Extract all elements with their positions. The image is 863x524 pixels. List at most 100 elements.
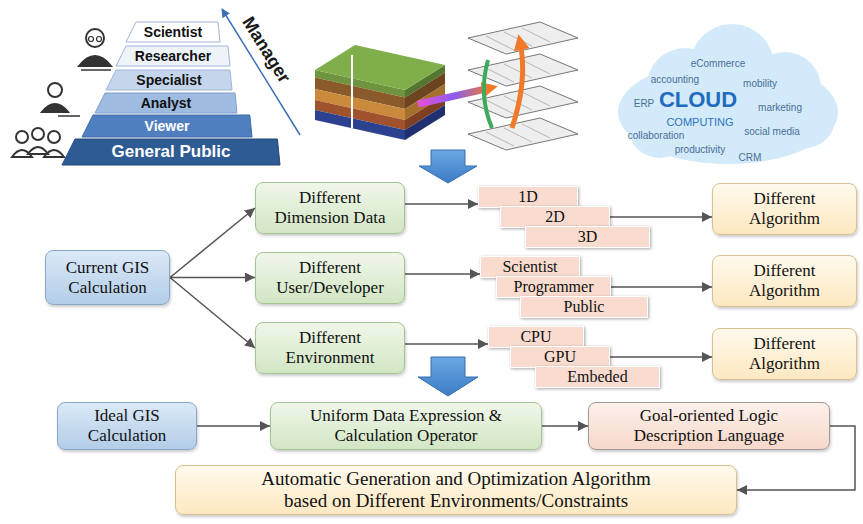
band-fill	[82, 115, 252, 137]
person-head	[16, 131, 28, 143]
stacked-item-box: Programmer	[496, 276, 611, 298]
node-label: General Public	[111, 142, 230, 162]
cloud-puff	[775, 88, 835, 148]
cloud-keyword: accounting	[651, 74, 699, 86]
category-box: Different Dimension Data	[255, 182, 405, 234]
map-detail	[522, 124, 550, 138]
flow-arrow	[405, 273, 480, 275]
map-detail	[504, 128, 532, 142]
cloud-keyword: productivity	[675, 144, 726, 156]
stage-box: Current GIS Calculation	[45, 250, 170, 305]
flow-block-arrow	[418, 357, 478, 396]
map-detail	[522, 60, 550, 74]
pyramid-level: Analyst	[95, 93, 237, 113]
algorithm-box: Different Algorithm	[712, 328, 857, 380]
stacked-item-box: CPU	[488, 326, 584, 348]
flow-arrow	[197, 425, 270, 427]
cloud-keyword: COMPUTING	[666, 116, 733, 129]
stacked-item-box: 2D	[500, 206, 610, 228]
group-bodies	[12, 147, 64, 157]
node-label: Analyst	[141, 95, 192, 111]
layer-arrow	[512, 42, 523, 128]
glasses	[97, 37, 102, 42]
flow-arrow	[405, 203, 478, 205]
map-detail	[486, 132, 514, 146]
flow-arrow	[611, 286, 712, 288]
node-label: 3D	[578, 228, 598, 246]
map-layer	[468, 118, 578, 150]
pyramid-level: Specialist	[106, 70, 232, 90]
node-label: Viewer	[145, 118, 190, 134]
node-label: Different Algorithm	[735, 189, 835, 228]
map-layer-stack	[468, 22, 578, 150]
node-label: Uniform Data Expression & Calculation Op…	[281, 406, 531, 445]
band-fill	[126, 22, 220, 42]
algorithm-box: Different Algorithm	[712, 255, 857, 307]
axis-label: Manager	[237, 13, 294, 87]
stacked-item-box: Scientist	[480, 256, 580, 278]
well-line	[351, 55, 353, 128]
band-fill	[106, 70, 232, 90]
category-box: Different Environment	[255, 322, 405, 374]
rock-layer	[315, 110, 405, 140]
flow-arrow	[542, 425, 588, 427]
node-label: CPU	[520, 328, 551, 346]
transform-arrow	[418, 88, 490, 104]
node-label: Ideal GIS Calculation	[70, 406, 185, 445]
cloud-keyword: CRM	[739, 152, 762, 164]
cloud-keyword: social media	[744, 126, 800, 138]
algorithm-box: Automatic Generation and Optimization Al…	[175, 465, 737, 515]
person-body	[42, 104, 68, 112]
stacked-item-box: Public	[520, 296, 648, 318]
category-box: Different User/Developer	[255, 252, 405, 304]
cloud-keyword: collaboration	[628, 130, 685, 142]
flow-arrow	[170, 278, 255, 349]
map-detail	[504, 64, 532, 78]
stacked-item-box: GPU	[510, 346, 610, 368]
desk-line	[81, 69, 111, 71]
cloud-keyword: eCommerce	[691, 58, 745, 70]
pyramid-level: Viewer	[82, 115, 252, 137]
node-label: 1D	[518, 188, 538, 206]
flow-arrow	[610, 216, 712, 218]
node-label: Researcher	[135, 48, 211, 64]
person-body	[79, 56, 111, 66]
band-fill	[95, 93, 237, 113]
geology-block	[315, 45, 445, 140]
people-icons	[12, 29, 111, 157]
map-detail	[522, 28, 550, 42]
node-label: Scientist	[502, 258, 557, 276]
pyramid-level: Scientist	[126, 22, 220, 42]
ground-surface	[315, 45, 445, 90]
node-label: Embeded	[567, 368, 627, 386]
layer-arrow	[484, 60, 492, 128]
node-label: Different Dimension Data	[268, 188, 393, 227]
cloud-keyword: mobility	[743, 78, 777, 90]
node-label: Public	[564, 298, 605, 316]
desk-line	[58, 115, 80, 117]
flow-arrow	[610, 356, 712, 358]
map-detail	[522, 92, 550, 106]
cloud-shape: eCommerceaccountingmobilityERPCLOUDCOMPU…	[620, 8, 835, 168]
language-box: Goal-oriented Logic Description Language	[588, 402, 830, 450]
algorithm-box: Different Algorithm	[712, 183, 857, 235]
node-label: Different User/Developer	[268, 258, 393, 297]
node-label: Current GIS Calculation	[52, 258, 164, 297]
node-label: Goal-oriented Logic Description Language	[614, 406, 804, 445]
cloud-keyword: CLOUD	[659, 87, 737, 112]
person-head	[48, 83, 62, 97]
map-detail	[486, 36, 514, 50]
pyramid-level: Researcher	[116, 46, 230, 66]
person-head	[48, 131, 60, 143]
map-detail	[486, 100, 514, 114]
flow-arrow	[170, 208, 255, 278]
node-label: Automatic Generation and Optimization Al…	[242, 468, 670, 512]
flow-block-arrow	[419, 150, 477, 183]
band-fill	[62, 139, 280, 165]
glasses	[89, 37, 94, 42]
flow-arrow	[170, 277, 255, 279]
stacked-item-box: 1D	[478, 186, 578, 208]
person-head	[32, 128, 44, 140]
